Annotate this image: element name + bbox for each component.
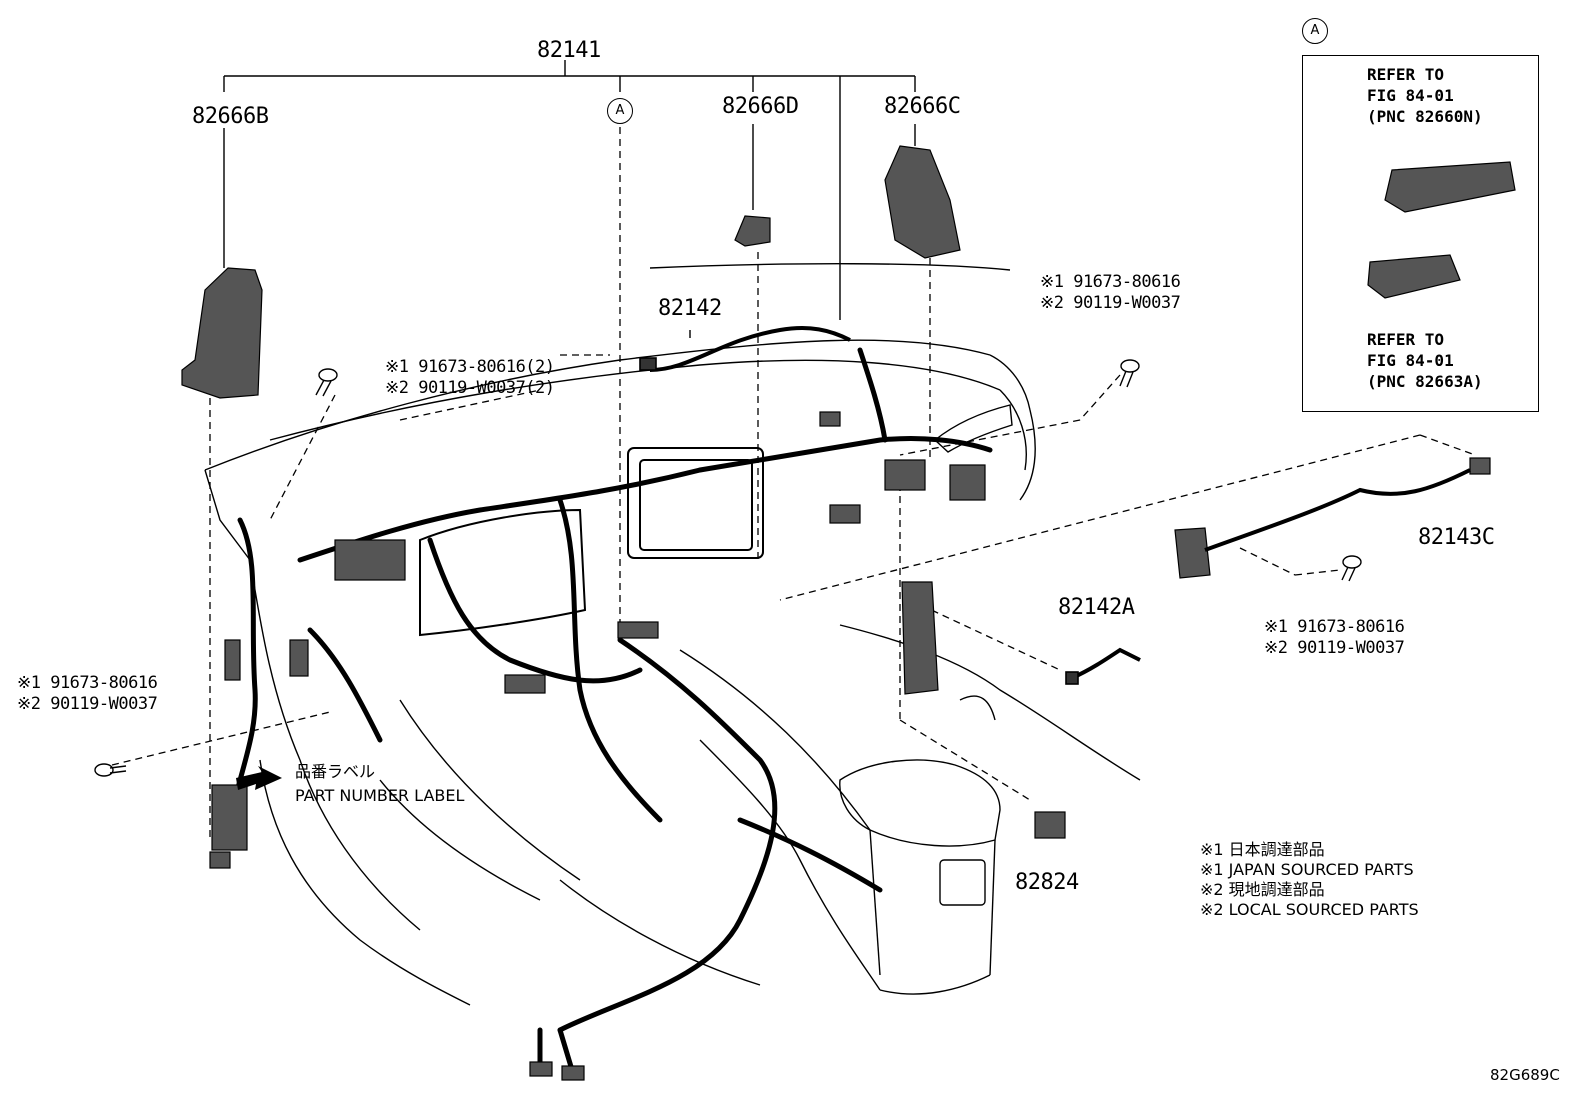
fastener-line-1: ※1 91673-80616 [1264, 617, 1405, 637]
reference-lower[interactable]: REFER TO FIG 84-01 (PNC 82663A) [1367, 329, 1483, 392]
connector-82142 [639, 357, 657, 371]
reference-upper-line-3: (PNC 82660N) [1367, 107, 1483, 126]
callout-82141[interactable]: 82141 [537, 38, 601, 63]
reference-lower-line-2: FIG 84-01 [1367, 351, 1454, 370]
reference-marker-a-box: A [1302, 18, 1328, 44]
legend-line-2: ※1 JAPAN SOURCED PARTS [1200, 860, 1414, 879]
fastener-line-2: ※2 90119-W0037 [1040, 293, 1181, 313]
legend-line-3: ※2 現地調達部品 [1200, 880, 1325, 899]
dashed-reference-lines [111, 127, 1476, 840]
part-number-label-note: 品番ラベル PART NUMBER LABEL [295, 760, 464, 808]
part-number-label-arrow [236, 766, 282, 790]
connector-blocks [181, 145, 1516, 1081]
harness-82142A [1071, 647, 1141, 680]
assembly-leader-lines [223, 60, 916, 338]
callout-82143C[interactable]: 82143C [1418, 525, 1495, 550]
reference-upper-line-2: FIG 84-01 [1367, 86, 1454, 105]
harness-82143C [1204, 468, 1471, 552]
callout-82142[interactable]: 82142 [658, 296, 722, 321]
legend-line-1: ※1 日本調達部品 [1200, 840, 1325, 859]
meter-cluster-frame [419, 447, 764, 637]
callout-82666D[interactable]: 82666D [722, 94, 799, 119]
diagram-code: 82G689C [1490, 1066, 1560, 1084]
fastener-label-left[interactable]: ※1 91673-80616 ※2 90119-W0037 [17, 673, 158, 715]
dashboard-outline [204, 263, 1141, 1006]
reference-upper[interactable]: REFER TO FIG 84-01 (PNC 82660N) [1367, 64, 1483, 127]
reference-lower-line-3: (PNC 82663A) [1367, 372, 1483, 391]
fastener-label-top-center[interactable]: ※1 91673-80616(2) ※2 90119-W0037(2) [385, 357, 555, 399]
connector-82142A [1065, 671, 1079, 685]
fastener-line-2: ※2 90119-W0037 [17, 694, 158, 714]
reference-box: REFER TO FIG 84-01 (PNC 82660N) REFER TO… [1302, 55, 1539, 412]
callout-82666C[interactable]: 82666C [884, 94, 961, 119]
fastener-label-top-right[interactable]: ※1 91673-80616 ※2 90119-W0037 [1040, 272, 1181, 314]
reference-marker-a: A [607, 98, 633, 124]
part-number-label-en: PART NUMBER LABEL [295, 786, 465, 805]
screws [94, 359, 1362, 777]
console-box [839, 759, 1001, 976]
fastener-label-right-lower[interactable]: ※1 91673-80616 ※2 90119-W0037 [1264, 617, 1405, 659]
fastener-line-1: ※1 91673-80616 [17, 673, 158, 693]
reference-upper-line-1: REFER TO [1367, 65, 1445, 84]
fastener-line-1: ※1 91673-80616 [1040, 272, 1181, 292]
fastener-line-2: ※2 90119-W0037 [1264, 638, 1405, 658]
callout-82142A[interactable]: 82142A [1058, 595, 1135, 620]
reference-lower-line-1: REFER TO [1367, 330, 1445, 349]
sub-harness-82142 [649, 326, 851, 372]
harness-cables [227, 347, 993, 1073]
callout-82666B[interactable]: 82666B [192, 104, 269, 129]
part-number-label-jp: 品番ラベル [295, 762, 376, 781]
sourcing-legend: ※1 日本調達部品 ※1 JAPAN SOURCED PARTS ※2 現地調達… [1200, 840, 1419, 920]
fastener-line-1: ※1 91673-80616(2) [385, 357, 555, 377]
callout-82824[interactable]: 82824 [1015, 870, 1079, 895]
legend-line-4: ※2 LOCAL SOURCED PARTS [1200, 900, 1419, 919]
fastener-line-2: ※2 90119-W0037(2) [385, 378, 555, 398]
